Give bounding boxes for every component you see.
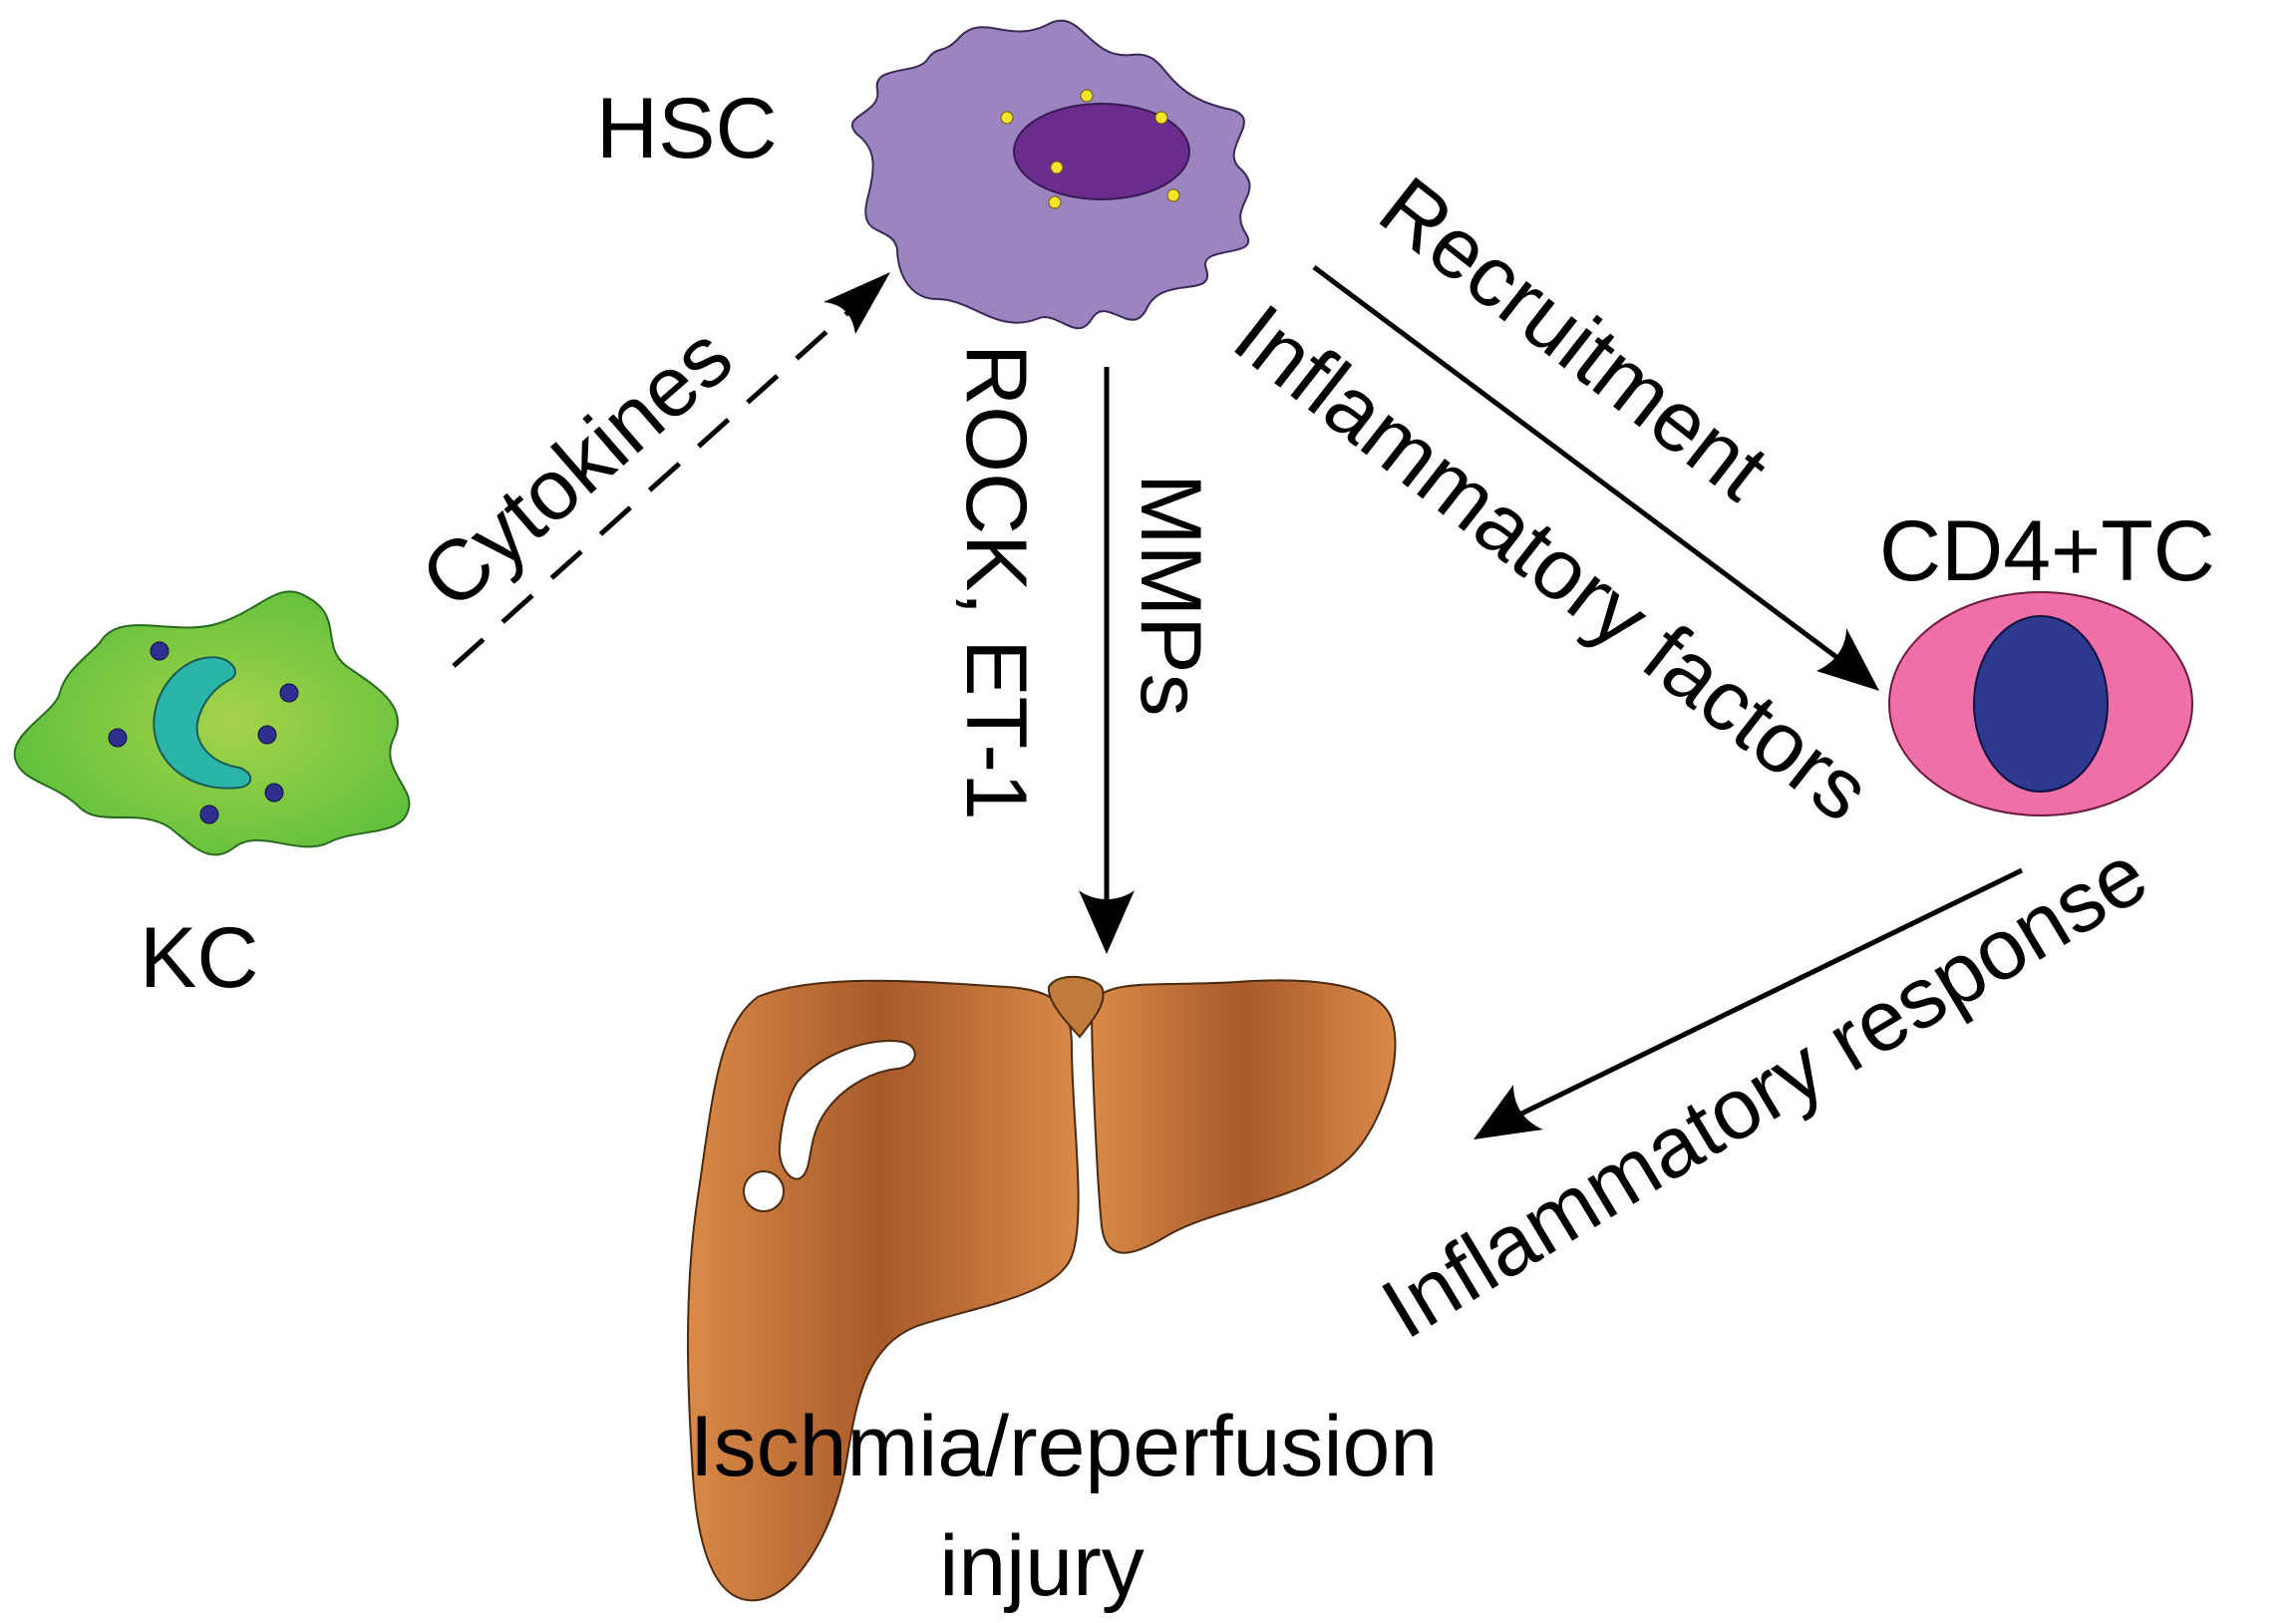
hsc-label: HSC [596, 81, 778, 176]
edge-cd4-to-liver-label: Inflammatory response [1366, 825, 2162, 1357]
kc-cell-body [13, 590, 411, 856]
liver-right-lobe [1090, 979, 1397, 1254]
cd4-cell [1888, 591, 2193, 816]
edge-kc-to-hsc-label: Cytokines [403, 308, 750, 627]
edge-hsc-to-cd4-line [1312, 264, 1846, 666]
edge-kc-to-hsc-arrowhead [823, 272, 890, 334]
edge-kc-to-hsc-line [452, 302, 859, 668]
kc-dots [108, 641, 299, 824]
edge-hsc-to-liver [1079, 367, 1135, 954]
liver-organ [687, 975, 1397, 1602]
liver-left-lobe [687, 979, 1080, 1602]
liver-gallbladder [1047, 975, 1105, 1039]
cd4-label: CD4+TC [1879, 503, 2215, 599]
liver-highlight-streak [778, 1040, 916, 1180]
edge-kc-to-hsc [452, 272, 890, 668]
edge-hsc-to-cd4-arrowhead [1816, 628, 1879, 691]
edge-hsc-to-cd4 [1312, 264, 1879, 691]
kc-nucleus [153, 656, 252, 790]
edge-cd4-to-liver-arrowhead [1474, 1085, 1543, 1139]
cd4-nucleus [1973, 615, 2109, 793]
hsc-cell [850, 19, 1251, 330]
edge-cd4-to-liver-line [1513, 867, 2024, 1120]
kc-label: KC [140, 910, 258, 1006]
edge-cd4-to-liver [1474, 867, 2024, 1139]
liver-label-line1: Ischmia/reperfusion [690, 1399, 1438, 1494]
edge-hsc-to-liver-label-right: MMPs [1123, 474, 1218, 717]
liver-label-line2: injury [939, 1518, 1145, 1614]
kc-cell [13, 590, 411, 856]
hsc-granules [1000, 89, 1180, 209]
hsc-nucleus [1013, 103, 1190, 200]
liver-highlight-dot [743, 1170, 785, 1212]
edge-hsc-to-liver-label-left: ROCK, ET-1 [948, 344, 1044, 820]
edge-hsc-to-liver-arrowhead [1079, 890, 1135, 954]
